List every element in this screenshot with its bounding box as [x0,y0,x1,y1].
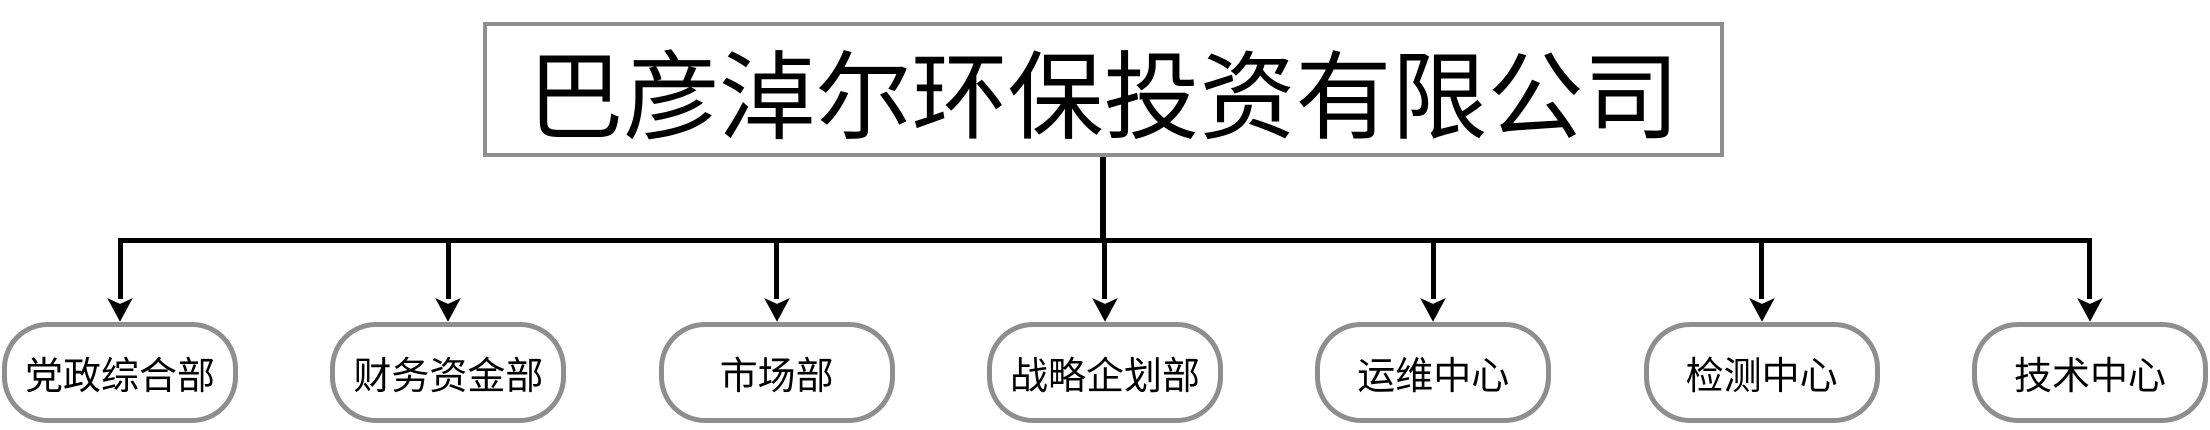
dept-node: 党政综合部 [2,322,238,423]
arrow-down-icon [2077,240,2103,322]
arrow-head-icon [435,298,462,322]
root-node: 巴彦淖尔环保投资有限公司 [483,22,1724,157]
arrow-head-icon [1748,298,1775,322]
dept-node: 技术中心 [1971,322,2208,423]
branch-1: 党政综合部 [2,240,238,423]
arrow-head-icon [1092,298,1118,322]
arrow-shaft [1430,240,1436,300]
branch-5: 运维中心 [1315,240,1552,423]
branch-4: 战略企划部 [986,240,1223,423]
branch-6: 检测中心 [1643,240,1880,423]
dept-node: 检测中心 [1643,322,1880,423]
branch-2: 财务资金部 [330,240,567,423]
arrow-down-icon [1420,240,1447,322]
arrow-shaft [2087,240,2093,300]
arrow-head-icon [2077,298,2103,322]
dept-node: 运维中心 [1315,322,1552,423]
arrow-down-icon [1092,240,1118,322]
dept-node: 市场部 [658,322,895,423]
arrow-down-icon [763,240,790,322]
dept-node: 战略企划部 [986,322,1223,423]
arrow-shaft [1102,240,1108,300]
arrow-down-icon [435,240,462,322]
branch-row: 党政综合部 财务资金部 市场部 战略企划部 [2,240,2208,423]
arrow-shaft [445,240,451,300]
branch-7: 技术中心 [1971,240,2208,423]
arrow-head-icon [763,298,790,322]
arrow-shaft [1759,240,1765,300]
root-connector-line [1100,157,1106,242]
arrow-shaft [774,240,780,300]
branch-3: 市场部 [658,240,895,423]
arrow-shaft [117,240,123,300]
arrow-head-icon [1420,298,1447,322]
arrow-head-icon [107,298,133,322]
arrow-down-icon [107,240,133,322]
arrow-down-icon [1748,240,1775,322]
dept-node: 财务资金部 [330,322,567,423]
